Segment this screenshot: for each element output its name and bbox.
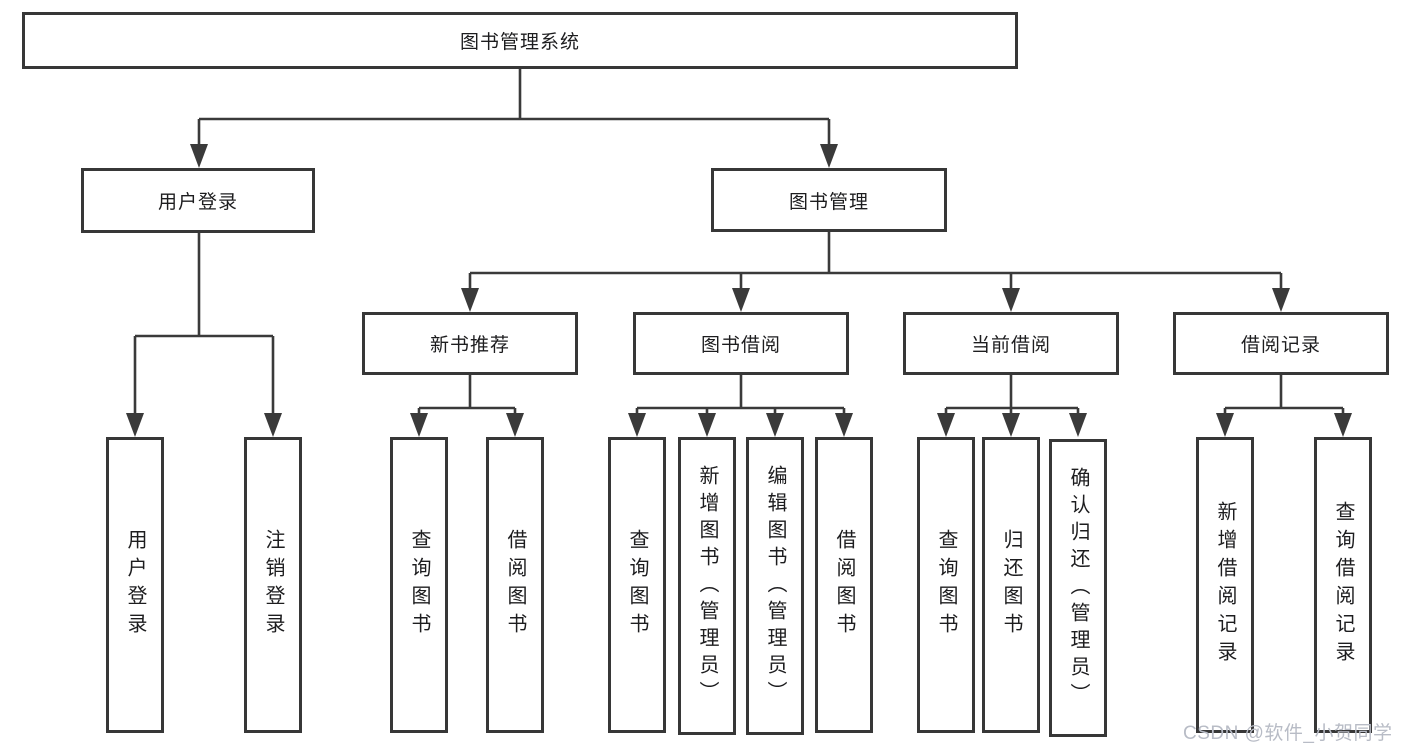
- leaf-borrow-books-recommend: 借阅图书: [486, 437, 544, 733]
- leaf-confirm-return-admin: 确认归还（管理员）: [1049, 439, 1107, 737]
- node-new-book-recommendation: 新书推荐: [362, 312, 578, 375]
- leaf-edit-books-admin: 编辑图书（管理员）: [746, 437, 804, 735]
- leaf-query-books-recommend: 查询图书: [390, 437, 448, 733]
- csdn-watermark: CSDN @软件_小贺同学: [1183, 723, 1393, 744]
- leaf-return-books: 归还图书: [982, 437, 1040, 733]
- node-label: 图书管理系统: [459, 32, 580, 53]
- leaf-user-login: 用户登录: [106, 437, 164, 733]
- node-root-library-system: 图书管理系统: [22, 12, 1018, 69]
- node-label: 确认归还（管理员）: [1067, 466, 1089, 710]
- leaf-add-borrow-record: 新增借阅记录: [1196, 437, 1254, 733]
- node-label: 当前借阅: [970, 335, 1051, 356]
- node-label: 借阅记录: [1240, 335, 1321, 356]
- node-user-login: 用户登录: [81, 168, 315, 233]
- node-label: 查询图书: [626, 529, 648, 641]
- arrowheads: [126, 144, 1352, 437]
- node-book-management: 图书管理: [711, 168, 947, 232]
- node-label: 归还图书: [1000, 529, 1022, 641]
- node-label: 用户登录: [157, 192, 238, 213]
- leaf-logout: 注销登录: [244, 437, 302, 733]
- connector-lines: [133, 69, 1345, 433]
- node-label: 查询图书: [408, 529, 430, 641]
- node-current-borrowing: 当前借阅: [903, 312, 1119, 375]
- node-borrowing-records: 借阅记录: [1173, 312, 1389, 375]
- node-label: 图书管理: [788, 191, 869, 213]
- leaf-query-books-current: 查询图书: [917, 437, 975, 733]
- leaf-query-borrow-record: 查询借阅记录: [1314, 437, 1372, 733]
- node-label: 查询借阅记录: [1332, 501, 1354, 669]
- node-label: 新增图书（管理员）: [696, 464, 718, 708]
- node-label: 编辑图书（管理员）: [764, 464, 786, 708]
- node-label: 新书推荐: [429, 335, 510, 356]
- node-label: 用户登录: [124, 529, 146, 641]
- leaf-borrow-books: 借阅图书: [815, 437, 873, 733]
- node-label: 图书借阅: [700, 335, 781, 356]
- node-label: 注销登录: [262, 529, 284, 641]
- node-label: 借阅图书: [833, 529, 855, 641]
- node-book-borrowing: 图书借阅: [633, 312, 849, 375]
- leaf-query-books-borrow: 查询图书: [608, 437, 666, 733]
- node-label: 新增借阅记录: [1214, 501, 1236, 669]
- node-label: 借阅图书: [504, 529, 526, 641]
- node-label: 查询图书: [935, 529, 957, 641]
- leaf-add-books-admin: 新增图书（管理员）: [678, 437, 736, 735]
